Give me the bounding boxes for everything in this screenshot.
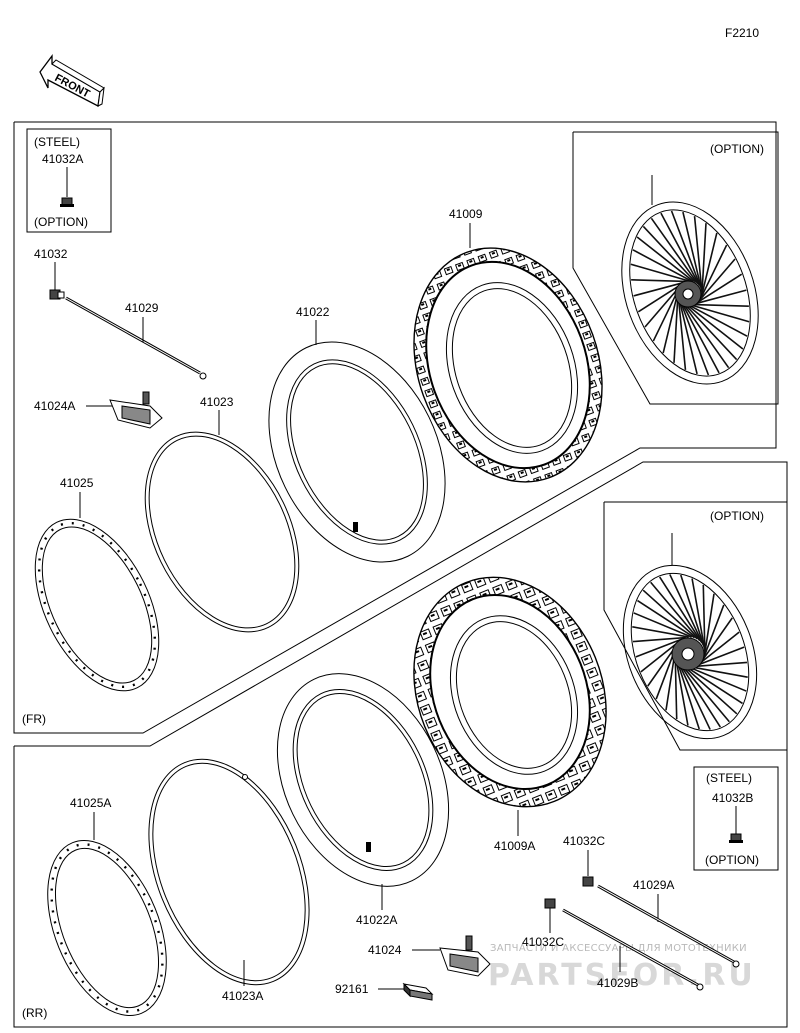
wheel-41092a-icon — [621, 201, 759, 385]
part-41029a-label: 41029A — [633, 878, 674, 892]
part-41032c-top-label: 41032C — [563, 834, 605, 848]
tube-41022-icon — [268, 341, 446, 563]
spoke-41029a-icon — [597, 884, 740, 968]
rear-section-label: (RR) — [22, 1006, 47, 1020]
part-41023a-label: 41023A — [222, 989, 263, 1003]
spoke-41029-icon — [65, 296, 207, 380]
part-41022a-label: 41022A — [356, 913, 397, 927]
front-section-frame — [13, 121, 777, 734]
rim-41025-icon — [34, 518, 160, 692]
part-41024-label: 41024 — [368, 943, 402, 957]
front-valve-option: (OPTION) — [34, 215, 88, 229]
front-wheel-option: (OPTION) — [710, 142, 764, 156]
rim-band-41023a-icon — [148, 758, 310, 986]
front-valve-steel: (STEEL) — [34, 135, 80, 149]
front-valve-box — [26, 128, 112, 233]
tube-41022a-icon — [276, 673, 450, 887]
valve-icon — [729, 833, 743, 843]
part-41029b-label: 41029B — [597, 976, 638, 990]
part-41029-label: 41029 — [125, 301, 159, 315]
rear-valve-part: 41032B — [712, 791, 753, 805]
rear-wheel-option: (OPTION) — [710, 509, 764, 523]
part-41009a-label: 41009A — [494, 839, 535, 853]
rear-section-frame — [13, 461, 788, 1028]
part-41023-label: 41023 — [200, 395, 234, 409]
rim-lock-41024-icon — [439, 935, 491, 977]
figure-code: F2210 — [725, 26, 759, 40]
nut-92161-icon — [402, 982, 434, 1001]
rim-41025a-icon — [47, 840, 167, 1016]
front-arrow-icon: FRONT — [39, 54, 105, 107]
wheel-41092-icon — [622, 564, 758, 740]
spoke-41029b-icon — [562, 908, 704, 991]
part-41022-label: 41022 — [296, 305, 330, 319]
rear-valve-option: (OPTION) — [705, 853, 759, 867]
rear-wheel-box — [603, 501, 788, 751]
rim-lock-41024a-icon — [109, 391, 163, 429]
tire-41009-icon — [413, 247, 603, 483]
part-41025a-label: 41025A — [70, 796, 111, 810]
part-41032-label: 41032 — [34, 247, 68, 261]
part-41032c-bottom-label: 41032C — [522, 935, 564, 949]
rear-valve-steel: (STEEL) — [706, 771, 752, 785]
front-section-label: (FR) — [22, 712, 46, 726]
valve-icon — [60, 197, 74, 207]
part-41025-label: 41025 — [60, 476, 94, 490]
rim-band-41023-icon — [144, 431, 300, 633]
rear-valve-box — [693, 766, 779, 871]
valve-cap-icon — [49, 289, 65, 300]
tire-41009a-icon — [413, 576, 607, 808]
part-41024a-label: 41024A — [34, 399, 75, 413]
watermark-tagline: ЗАПЧАСТИ И АКСЕССУАРЫ ДЛЯ МОТОТЕХНИКИ — [490, 943, 747, 954]
part-41009-label: 41009 — [449, 207, 483, 221]
valve-cap-icon — [544, 898, 556, 909]
part-92161-label: 92161 — [335, 982, 369, 996]
front-wheel-box — [572, 131, 779, 405]
valve-cap-icon — [582, 876, 594, 887]
front-valve-part: 41032A — [42, 152, 83, 166]
